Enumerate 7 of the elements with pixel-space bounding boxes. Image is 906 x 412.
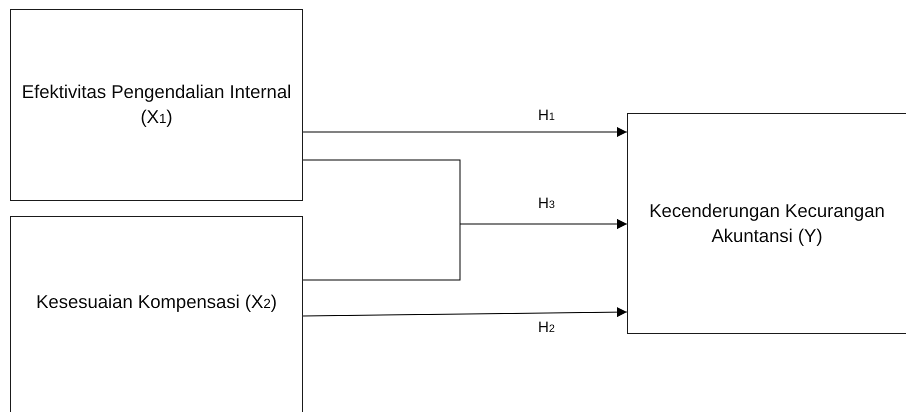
arrow [302, 307, 628, 318]
variable-label: Kecenderungan Kecurangan Akuntansi (Y) [648, 198, 886, 248]
variable-box [10, 216, 303, 412]
variable-box [10, 9, 303, 201]
variable-box [627, 113, 906, 334]
arrow [302, 127, 628, 137]
arrow [302, 219, 628, 280]
